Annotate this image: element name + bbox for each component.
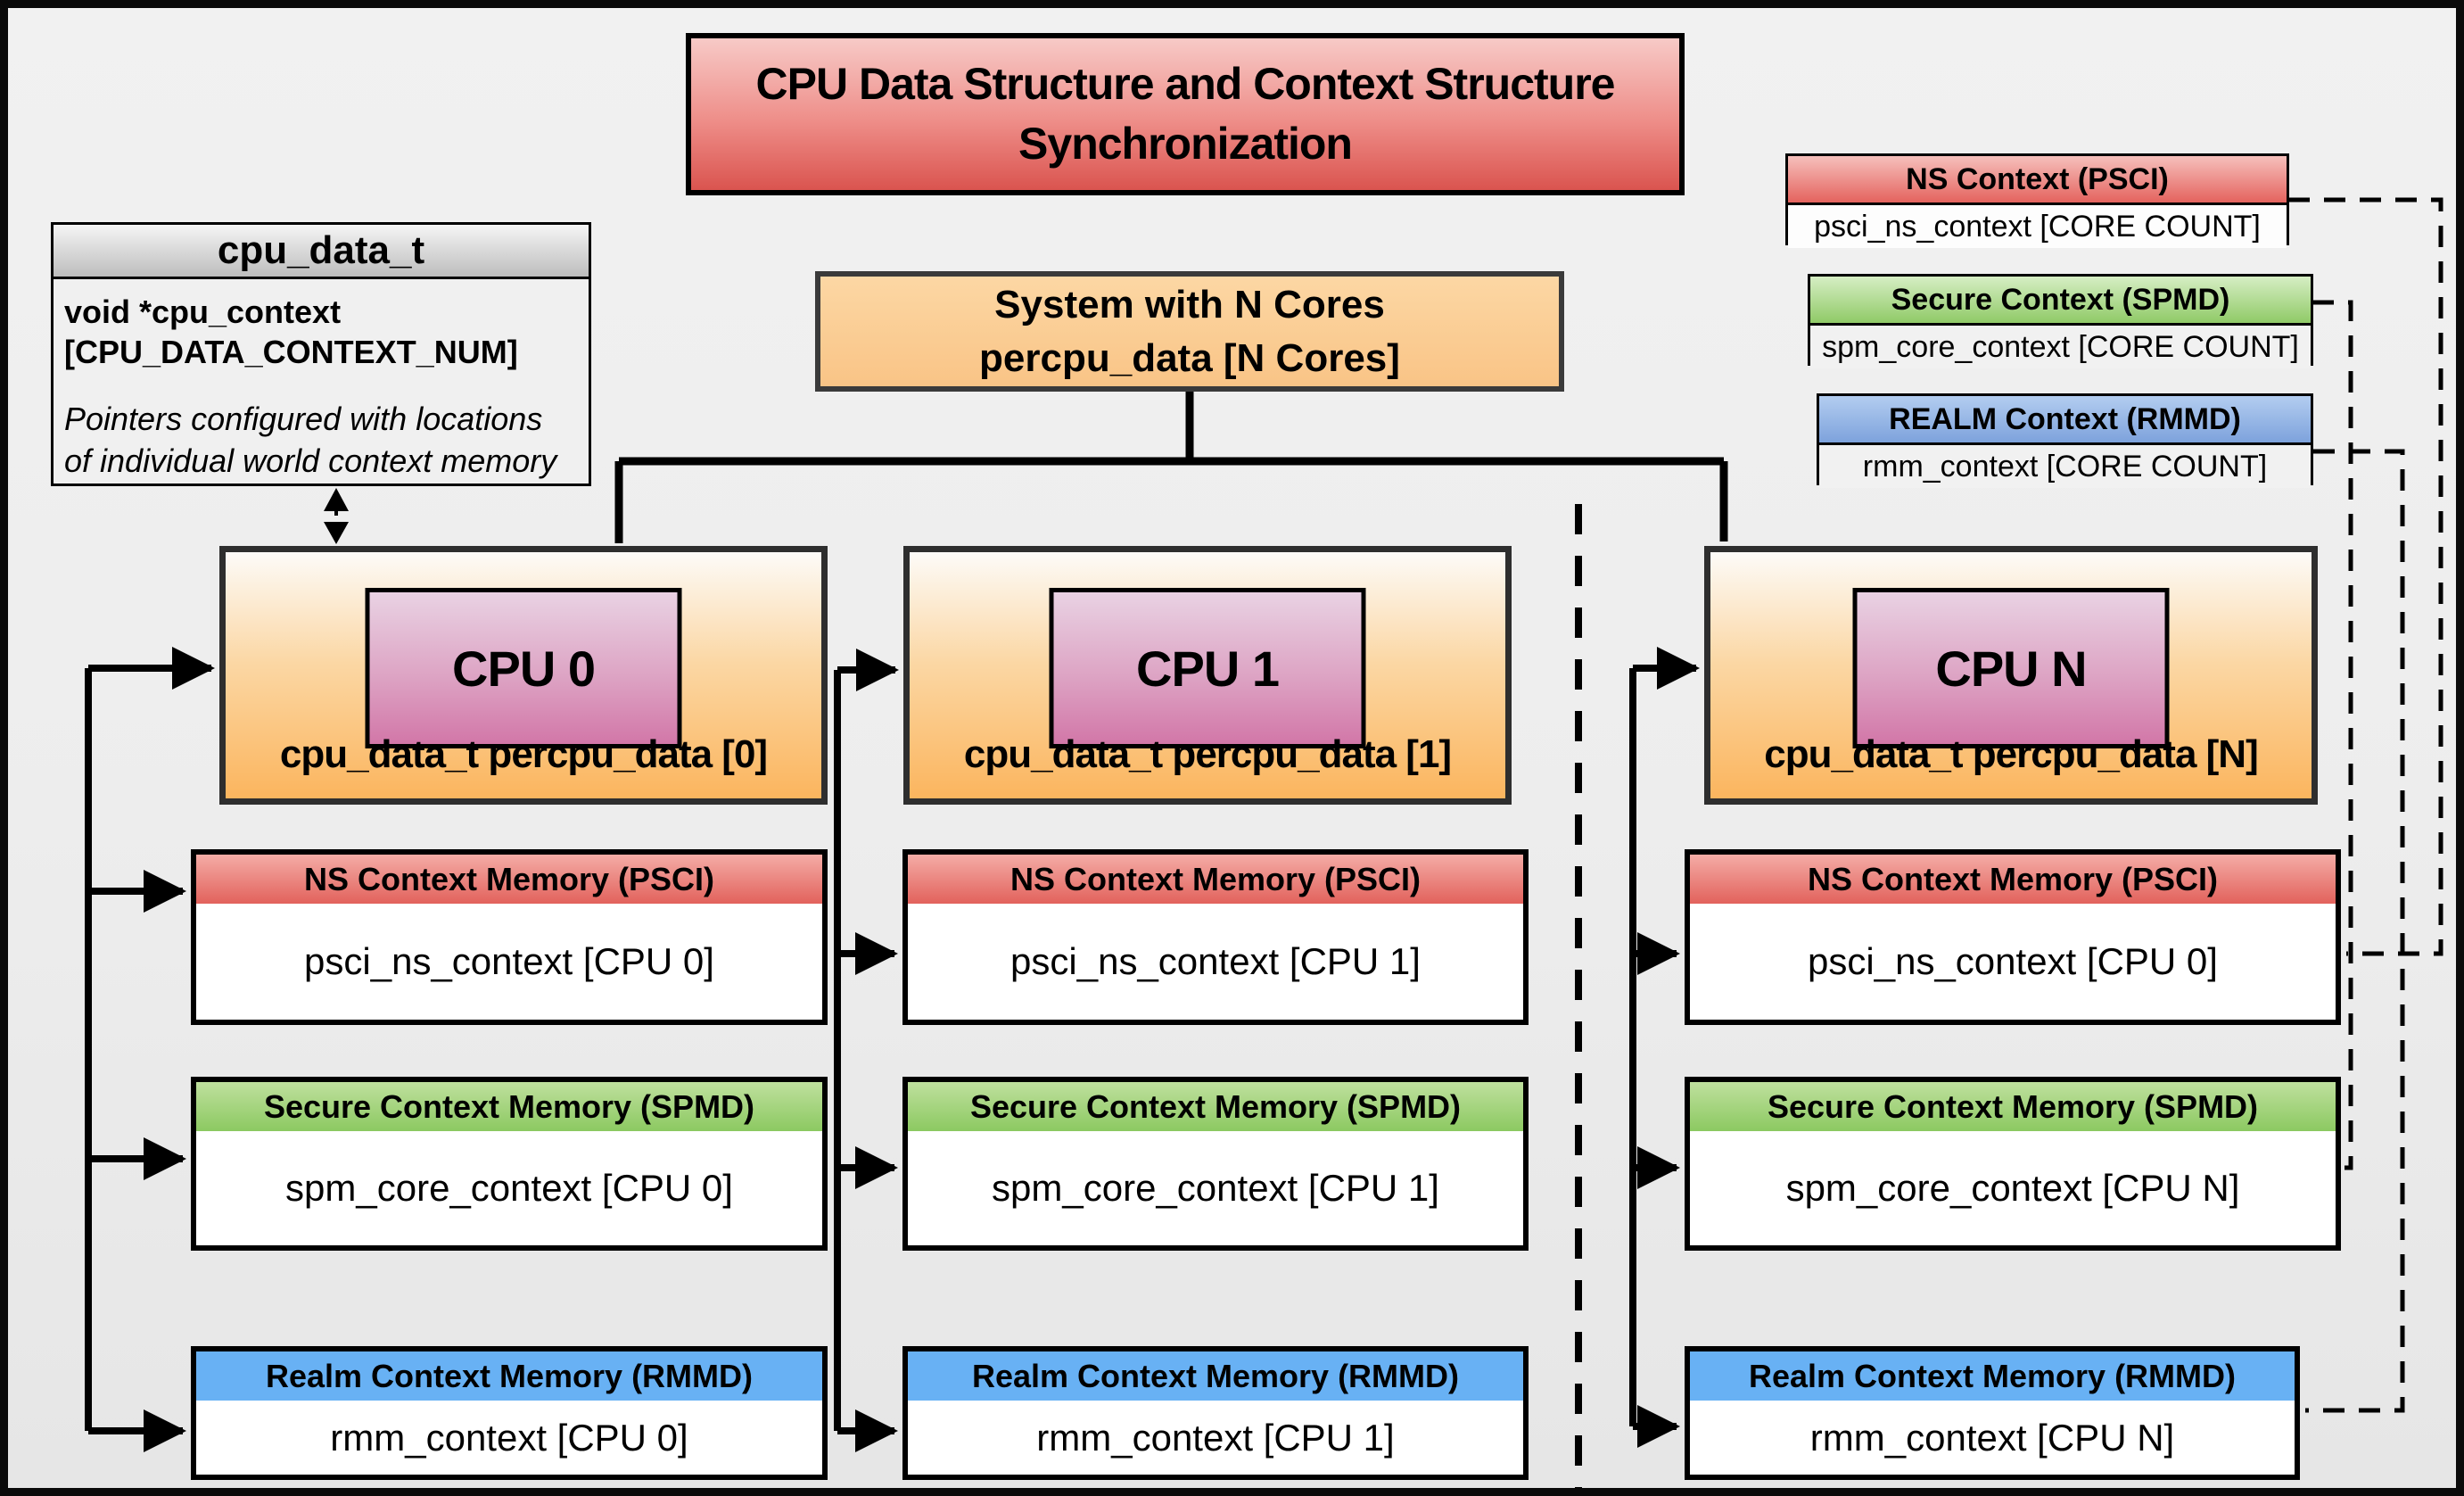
cpu0-realm-context-body: rmm_context [CPU 0]	[196, 1401, 822, 1475]
legend-ns-body: psci_ns_context [CORE COUNT]	[1788, 205, 2287, 248]
cpu1-ns-context-header: NS Context Memory (PSCI)	[908, 855, 1523, 908]
cpu-data-t-field-line1: void *cpu_context	[64, 293, 342, 330]
cpun-ns-context-header: NS Context Memory (PSCI)	[1690, 855, 2336, 908]
cpu0-ns-context-memory-box: NS Context Memory (PSCI) psci_ns_context…	[191, 849, 828, 1025]
legend-secure-body: spm_core_context [CORE COUNT]	[1810, 326, 2311, 368]
diagram-title: CPU Data Structure and Context Structure…	[686, 33, 1685, 195]
cpu0-secure-context-memory-box: Secure Context Memory (SPMD) spm_core_co…	[191, 1077, 828, 1251]
cpun-secure-context-header: Secure Context Memory (SPMD)	[1690, 1082, 2336, 1136]
cpu-data-t-field: void *cpu_context [CPU_DATA_CONTEXT_NUM]	[54, 279, 589, 372]
legend-secure-context-box: Secure Context (SPMD) spm_core_context […	[1808, 274, 2313, 368]
legend-spmd-dashed-link	[2312, 300, 2353, 1170]
legend-realm-body: rmm_context [CORE COUNT]	[1819, 445, 2311, 488]
struct-to-cpu0-dashed-arrow	[324, 488, 349, 544]
cpun-realm-context-memory-box: Realm Context Memory (RMMD) rmm_context …	[1685, 1346, 2300, 1480]
cpun-secure-context-memory-box: Secure Context Memory (SPMD) spm_core_co…	[1685, 1077, 2341, 1251]
cpu-data-t-note-line2: of individual world context memory	[64, 442, 557, 479]
cpu0-secure-context-body: spm_core_context [CPU 0]	[196, 1131, 822, 1245]
cpu1-secure-context-header: Secure Context Memory (SPMD)	[908, 1082, 1523, 1136]
cpu1-chip: CPU 1	[1049, 588, 1366, 748]
connector-lines	[85, 197, 2443, 1488]
cpun-box: CPU N cpu_data_t percpu_data [N]	[1704, 546, 2318, 805]
cpun-pointer-bus	[1629, 647, 1700, 1448]
cpun-realm-context-header: Realm Context Memory (RMMD)	[1690, 1351, 2295, 1405]
cpu0-data-label: cpu_data_t percpu_data [0]	[279, 732, 768, 776]
cpun-data-label: cpu_data_t percpu_data [N]	[1764, 732, 2258, 776]
legend-rmmd-dashed-link	[2305, 449, 2405, 1413]
legend-secure-header: Secure Context (SPMD)	[1810, 277, 2311, 326]
cpun-ns-context-memory-box: NS Context Memory (PSCI) psci_ns_context…	[1685, 849, 2341, 1025]
cpu1-box: CPU 1 cpu_data_t percpu_data [1]	[903, 546, 1512, 805]
legend-realm-context-box: REALM Context (RMMD) rmm_context [CORE C…	[1817, 393, 2313, 488]
cpu0-chip: CPU 0	[365, 588, 682, 748]
legend-realm-header: REALM Context (RMMD)	[1819, 396, 2311, 445]
cpu0-realm-context-memory-box: Realm Context Memory (RMMD) rmm_context …	[191, 1346, 828, 1480]
cpu-data-t-field-line2: [CPU_DATA_CONTEXT_NUM]	[64, 334, 518, 370]
system-box-line1: System with N Cores	[994, 283, 1385, 327]
cpu1-secure-context-memory-box: Secure Context Memory (SPMD) spm_core_co…	[902, 1077, 1529, 1251]
cpu-data-t-box: cpu_data_t void *cpu_context [CPU_DATA_C…	[51, 222, 591, 486]
cpu0-box: CPU 0 cpu_data_t percpu_data [0]	[219, 546, 828, 805]
cpu1-ns-context-body: psci_ns_context [CPU 1]	[908, 904, 1523, 1020]
system-box: System with N Cores percpu_data [N Cores…	[815, 271, 1564, 392]
cpu0-ns-context-header: NS Context Memory (PSCI)	[196, 855, 822, 908]
cpu-data-t-note-line1: Pointers configured with locations	[64, 401, 543, 437]
cpun-chip: CPU N	[1852, 588, 2170, 748]
cpu0-realm-context-header: Realm Context Memory (RMMD)	[196, 1351, 822, 1405]
system-box-line2: percpu_data [N Cores]	[979, 335, 1400, 380]
cpu-data-t-note: Pointers configured with locations of in…	[54, 372, 589, 483]
cpu1-realm-context-body: rmm_context [CPU 1]	[908, 1401, 1523, 1475]
legend-ns-dashed-link	[2288, 197, 2443, 956]
cpu1-secure-context-body: spm_core_context [CPU 1]	[908, 1131, 1523, 1245]
cpu1-realm-context-header: Realm Context Memory (RMMD)	[908, 1351, 1523, 1405]
cpu-data-t-header: cpu_data_t	[54, 225, 589, 279]
cpun-realm-context-body: rmm_context [CPU N]	[1690, 1401, 2295, 1475]
cpu1-data-label: cpu_data_t percpu_data [1]	[963, 732, 1452, 776]
cpu1-ns-context-memory-box: NS Context Memory (PSCI) psci_ns_context…	[902, 849, 1529, 1025]
cpu0-pointer-bus	[85, 647, 215, 1452]
legend-ns-header: NS Context (PSCI)	[1788, 156, 2287, 205]
cpu1-pointer-bus	[834, 649, 899, 1452]
cpu1-realm-context-memory-box: Realm Context Memory (RMMD) rmm_context …	[902, 1346, 1529, 1480]
cpu0-ns-context-body: psci_ns_context [CPU 0]	[196, 904, 822, 1020]
cpun-ns-context-body: psci_ns_context [CPU 0]	[1690, 904, 2336, 1020]
cpu0-secure-context-header: Secure Context Memory (SPMD)	[196, 1082, 822, 1136]
system-bus-lines	[614, 392, 1728, 543]
cpun-secure-context-body: spm_core_context [CPU N]	[1690, 1131, 2336, 1245]
legend-ns-context-box: NS Context (PSCI) psci_ns_context [CORE …	[1785, 153, 2289, 248]
